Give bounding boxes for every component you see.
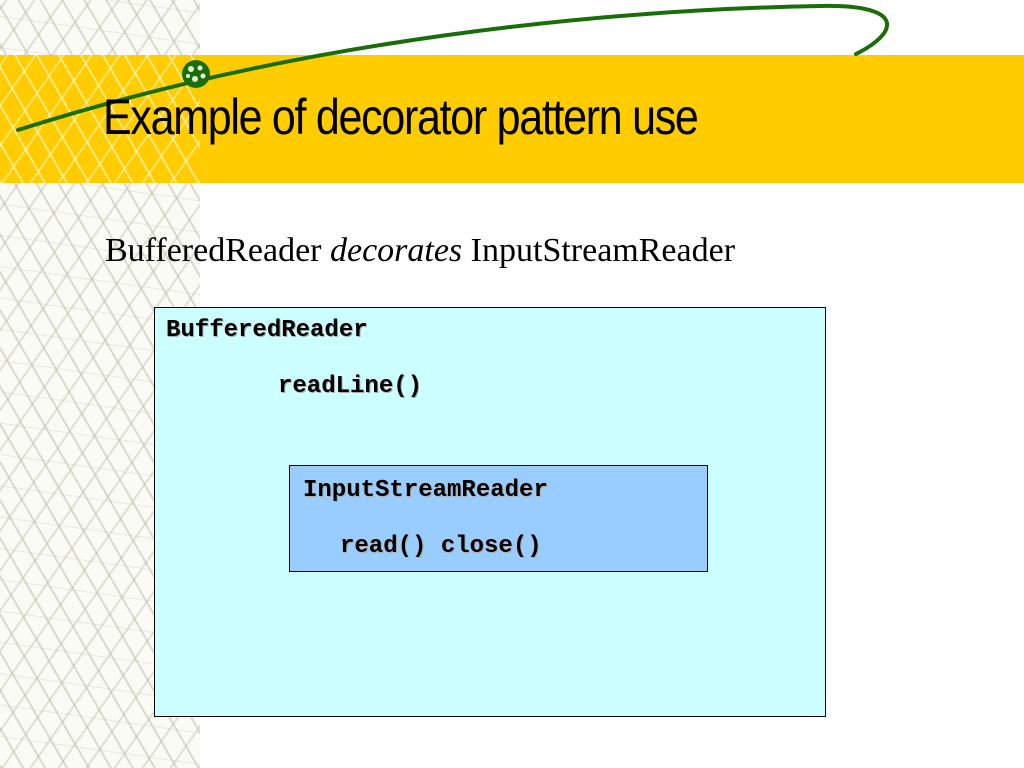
inner-class-box: [289, 465, 708, 572]
swoosh-orb-icon: [182, 60, 210, 88]
outer-class-methods: readLine(): [278, 373, 423, 400]
inner-class-methods: read() close(): [340, 533, 542, 560]
subtitle-part1: BufferedReader: [105, 232, 322, 269]
subtitle-part2: InputStreamReader: [470, 232, 736, 269]
slide-subtitle: BufferedReader decorates InputStreamRead…: [105, 232, 735, 270]
subtitle-emphasis: decorates: [329, 232, 463, 269]
swoosh-decoration: [16, 3, 889, 132]
outer-class-label: BufferedReader: [166, 317, 368, 344]
swoosh-curve: [16, 3, 889, 132]
title-band: [0, 55, 1024, 183]
inner-class-label: InputStreamReader: [303, 477, 548, 504]
slide-title: Example of decorator pattern use: [103, 89, 699, 145]
band-pattern: [0, 55, 200, 183]
